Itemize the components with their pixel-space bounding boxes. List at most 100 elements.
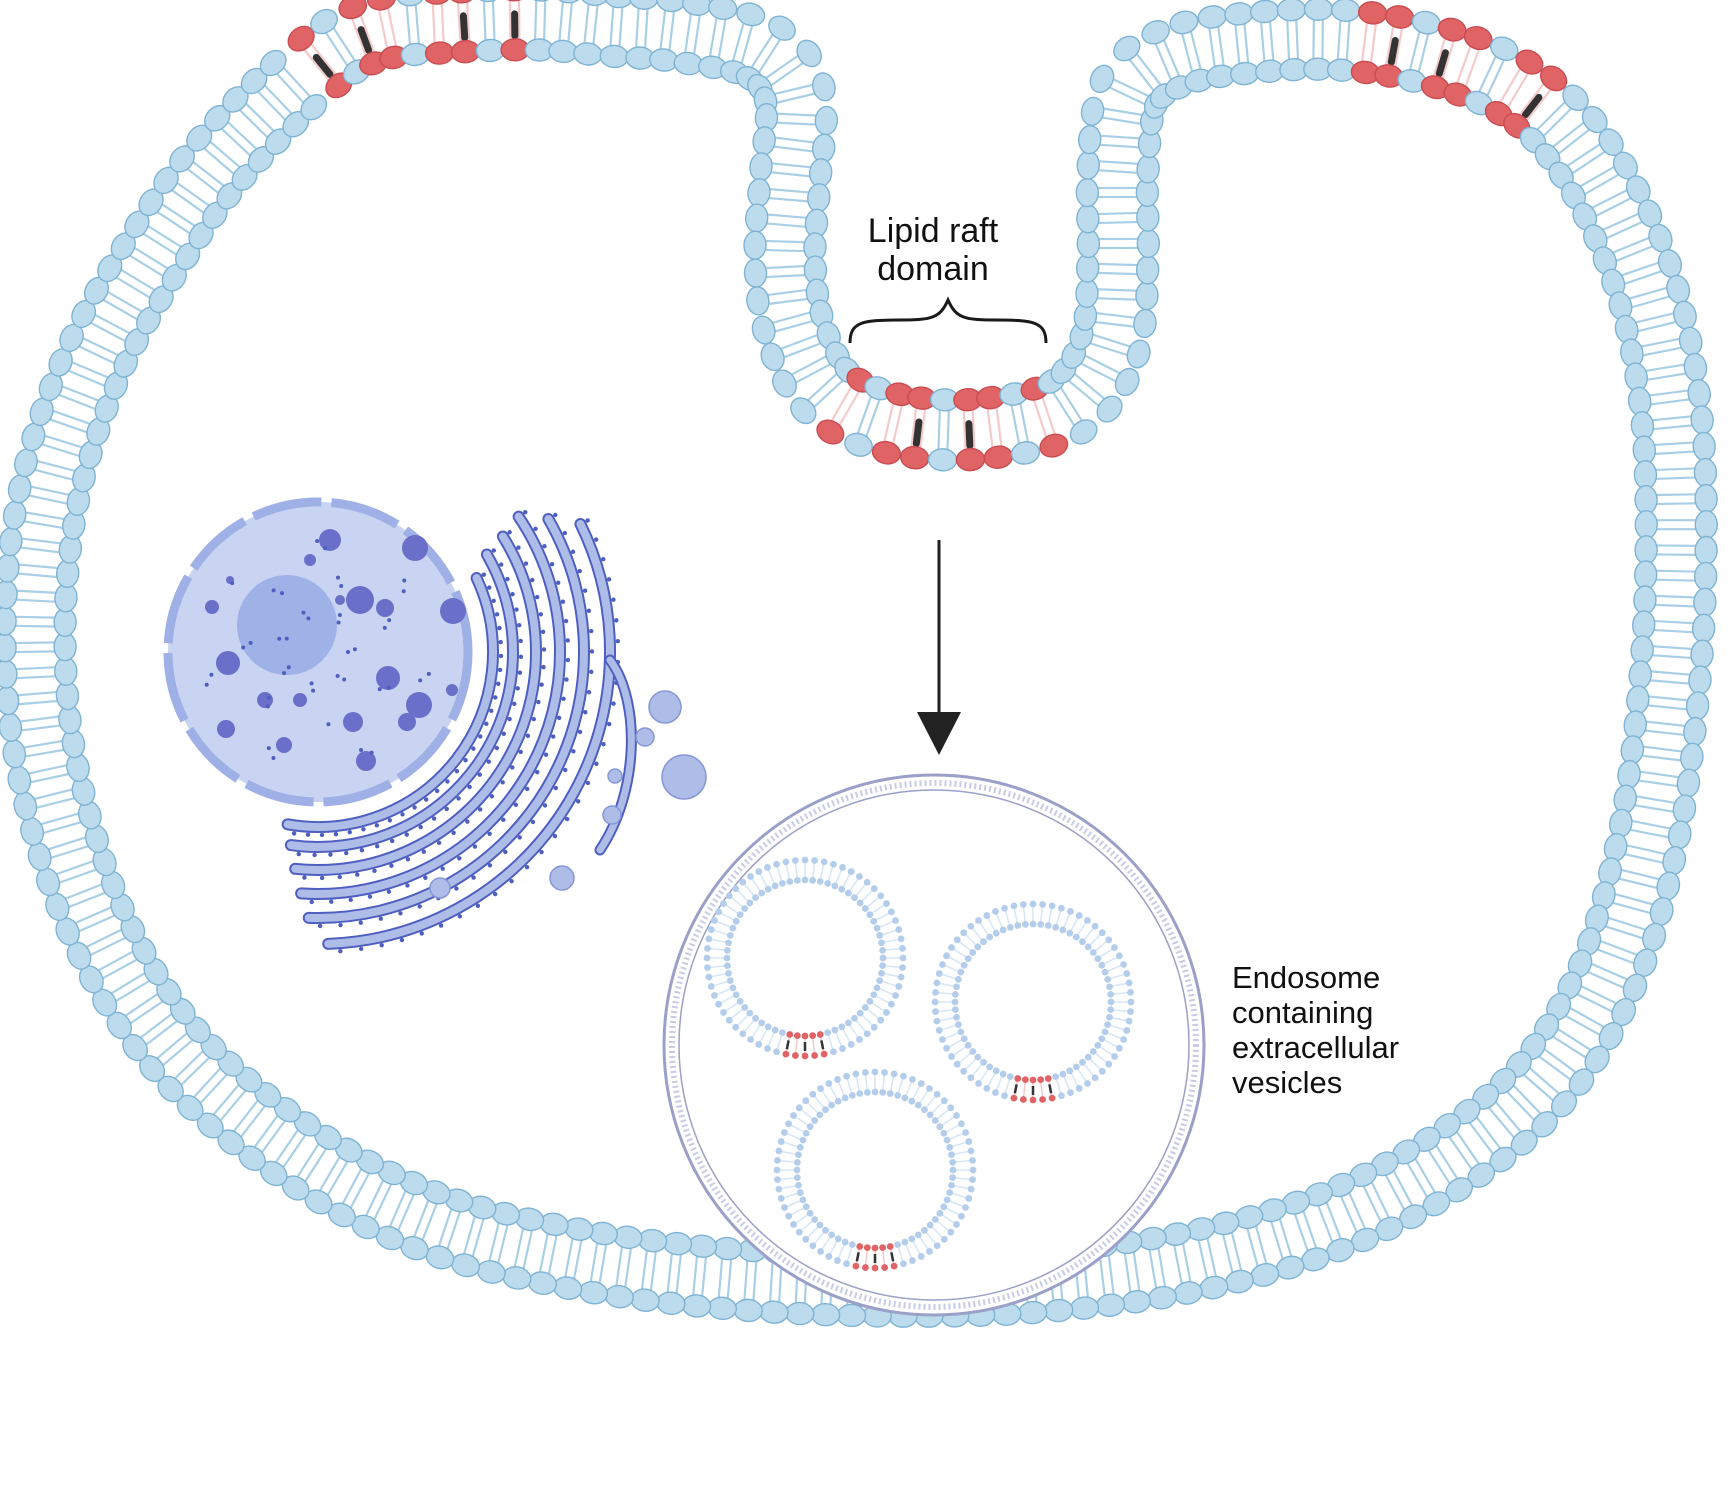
endoplasmic-reticulum-icon <box>281 510 621 954</box>
phospholipid-pair <box>110 232 187 292</box>
phospholipid-pair <box>1076 150 1160 184</box>
phospholipid-pair <box>747 39 822 102</box>
phospholipid-pair <box>238 1096 302 1172</box>
phospholipid-pair <box>1249 0 1285 83</box>
phospholipid-pair <box>1567 949 1648 1003</box>
phospholipid-pair <box>1634 509 1718 540</box>
phospholipid-pair <box>240 67 310 138</box>
endosome <box>662 773 1206 1317</box>
phospholipid-pair <box>1623 710 1707 747</box>
phospholipid-pair <box>1281 1190 1330 1272</box>
phospholipid-pair <box>1412 1126 1474 1203</box>
phospholipid-pair <box>59 323 139 378</box>
arrow-down-icon <box>917 712 961 755</box>
phospholipid-pair <box>36 847 117 897</box>
phospholipid-pair <box>27 824 109 872</box>
phospholipid-pair <box>1608 808 1692 850</box>
phospholipid-pair <box>2 729 86 769</box>
phospholipid-pair <box>259 1111 322 1187</box>
lipid-raft-unit <box>976 385 1013 469</box>
phospholipid-pair <box>707 1236 743 1321</box>
phospholipid-pair <box>754 102 839 136</box>
endosome-label-line4: vesicles <box>1232 1065 1343 1101</box>
phospholipid-pair <box>204 104 275 173</box>
phospholipid-pair <box>927 388 960 472</box>
lipid-raft-unit <box>366 0 409 70</box>
phospholipid-pair <box>524 0 556 62</box>
phospholipid-pair <box>527 1212 569 1295</box>
phospholipid-pair <box>1076 202 1160 234</box>
endosome-label-line2: containing <box>1232 995 1374 1031</box>
lipid-raft-unit <box>871 382 915 465</box>
phospholipid-pair <box>1210 1211 1254 1294</box>
phospholipid-pair <box>1592 223 1673 275</box>
endosome-label: Endosome containing extracellular vesicl… <box>1232 960 1399 1100</box>
phospholipid-pair <box>1304 1182 1355 1263</box>
phospholipid-pair <box>604 1225 643 1309</box>
phospholipid-pair <box>1633 585 1717 618</box>
phospholipid-pair <box>1075 278 1159 311</box>
phospholipid-pair <box>1169 10 1214 93</box>
phospholipid-pair <box>0 680 80 716</box>
phospholipid-pair <box>1620 326 1703 368</box>
phospholipid-pair <box>1075 177 1160 208</box>
golgi-vesicles-icon <box>429 654 707 899</box>
phospholipid-pair <box>752 126 836 163</box>
nucleus-icon <box>163 497 473 807</box>
lipid-raft-label: Lipid raft domain <box>838 212 1028 289</box>
phospholipid-pair <box>1628 660 1712 695</box>
phospholipid-pair <box>176 1050 245 1122</box>
phospholipid-pair <box>217 1081 282 1156</box>
phospholipid-pair <box>327 1149 385 1228</box>
phospholipid-pair <box>1464 36 1519 116</box>
lipid-raft-unit <box>447 0 481 64</box>
phospholipid-pair <box>790 356 861 425</box>
phospholipid-pair <box>1073 301 1157 339</box>
phospholipid-pair <box>66 914 146 970</box>
phospholipid-pair <box>1634 560 1718 592</box>
phospholipid-pair <box>259 49 328 121</box>
phospholipid-pair <box>1632 431 1716 465</box>
plasma-membrane-bilayer <box>0 0 1718 1328</box>
phospholipid-pair <box>1076 228 1161 259</box>
lipid-raft-unit <box>816 367 875 445</box>
extracellular-vesicle <box>703 856 907 1060</box>
phospholipid-pair <box>139 1016 211 1083</box>
phospholipid-pair <box>78 936 157 994</box>
phospholipid-pair <box>473 0 506 63</box>
phospholipid-pair <box>20 800 102 846</box>
phospholipid-pair <box>1453 1098 1517 1173</box>
phospholipid-pair <box>1633 457 1718 490</box>
phospholipid-pair <box>1634 483 1718 515</box>
phospholipid-pair <box>1397 10 1441 93</box>
phospholipid-pair <box>1624 352 1708 392</box>
curly-brace-icon <box>848 296 1048 344</box>
phospholipid-pair <box>281 1124 342 1201</box>
phospholipid-pair <box>138 188 214 250</box>
phospholipid-pair <box>749 152 833 188</box>
lipid-raft-label-line2: domain <box>877 250 989 289</box>
nucleus-and-er <box>163 497 707 954</box>
phospholipid-pair <box>625 0 659 70</box>
phospholipid-pair <box>1591 881 1674 927</box>
phospholipid-pair <box>395 0 430 67</box>
phospholipid-pair <box>760 321 841 372</box>
phospholipid-pair <box>0 606 77 637</box>
phospholipid-pair <box>7 474 91 517</box>
phospholipid-pair <box>476 1201 521 1284</box>
phospholipid-pair <box>1520 1032 1595 1096</box>
phospholipid-pair <box>1161 1222 1203 1305</box>
lipid-raft-unit <box>338 0 388 76</box>
phospholipid-pair <box>71 299 150 357</box>
phospholipid-pair <box>14 448 96 493</box>
phospholipid-pair <box>1303 0 1334 81</box>
phospholipid-pair <box>673 0 712 76</box>
phospholipid-pair <box>772 341 850 398</box>
phospholipid-pair <box>0 705 82 742</box>
phospholipid-pair <box>599 0 634 69</box>
phospholipid-pair <box>1572 175 1651 231</box>
phospholipid-pair <box>169 145 243 210</box>
phospholipid-pair <box>0 631 77 663</box>
lipid-raft-unit <box>1350 1 1388 85</box>
